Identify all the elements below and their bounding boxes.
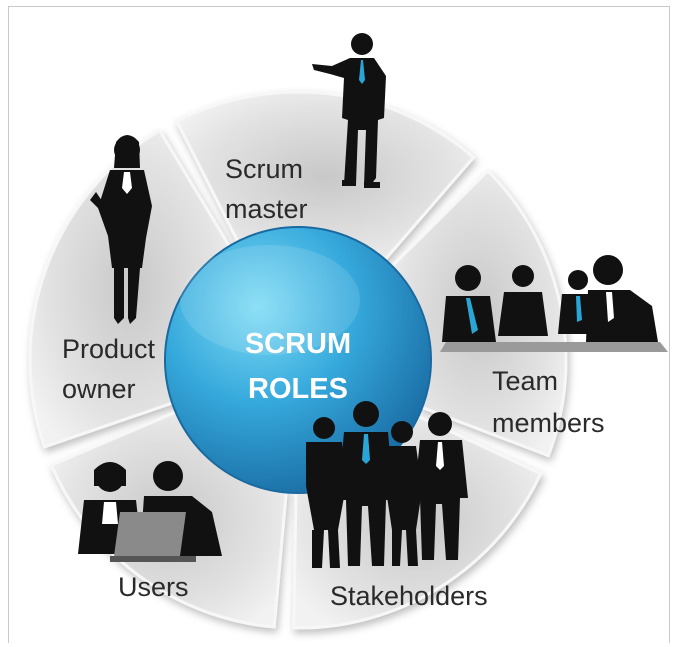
label-product-owner-line1: Product [62, 334, 156, 364]
label-users: Users [118, 572, 189, 602]
label-scrum-master-line2: master [225, 194, 308, 224]
center-title-line1: SCRUM [245, 328, 351, 360]
segment-labels: Scrum master Team members Stakeholders U… [62, 154, 605, 611]
label-team-members-line1: Team [492, 366, 558, 396]
label-product-owner-line2: owner [62, 374, 136, 404]
scrum-master-silhouette [312, 33, 386, 188]
label-stakeholders: Stakeholders [330, 581, 488, 611]
users-silhouette [78, 461, 222, 562]
image-frame [8, 6, 670, 643]
label-scrum-master-line1: Scrum [225, 154, 303, 184]
product-owner-silhouette [90, 135, 152, 324]
center-title-line2: ROLES [248, 373, 348, 405]
team-members-silhouette [440, 255, 668, 352]
stakeholders-silhouette [306, 401, 468, 568]
label-team-members-line2: members [492, 408, 605, 438]
